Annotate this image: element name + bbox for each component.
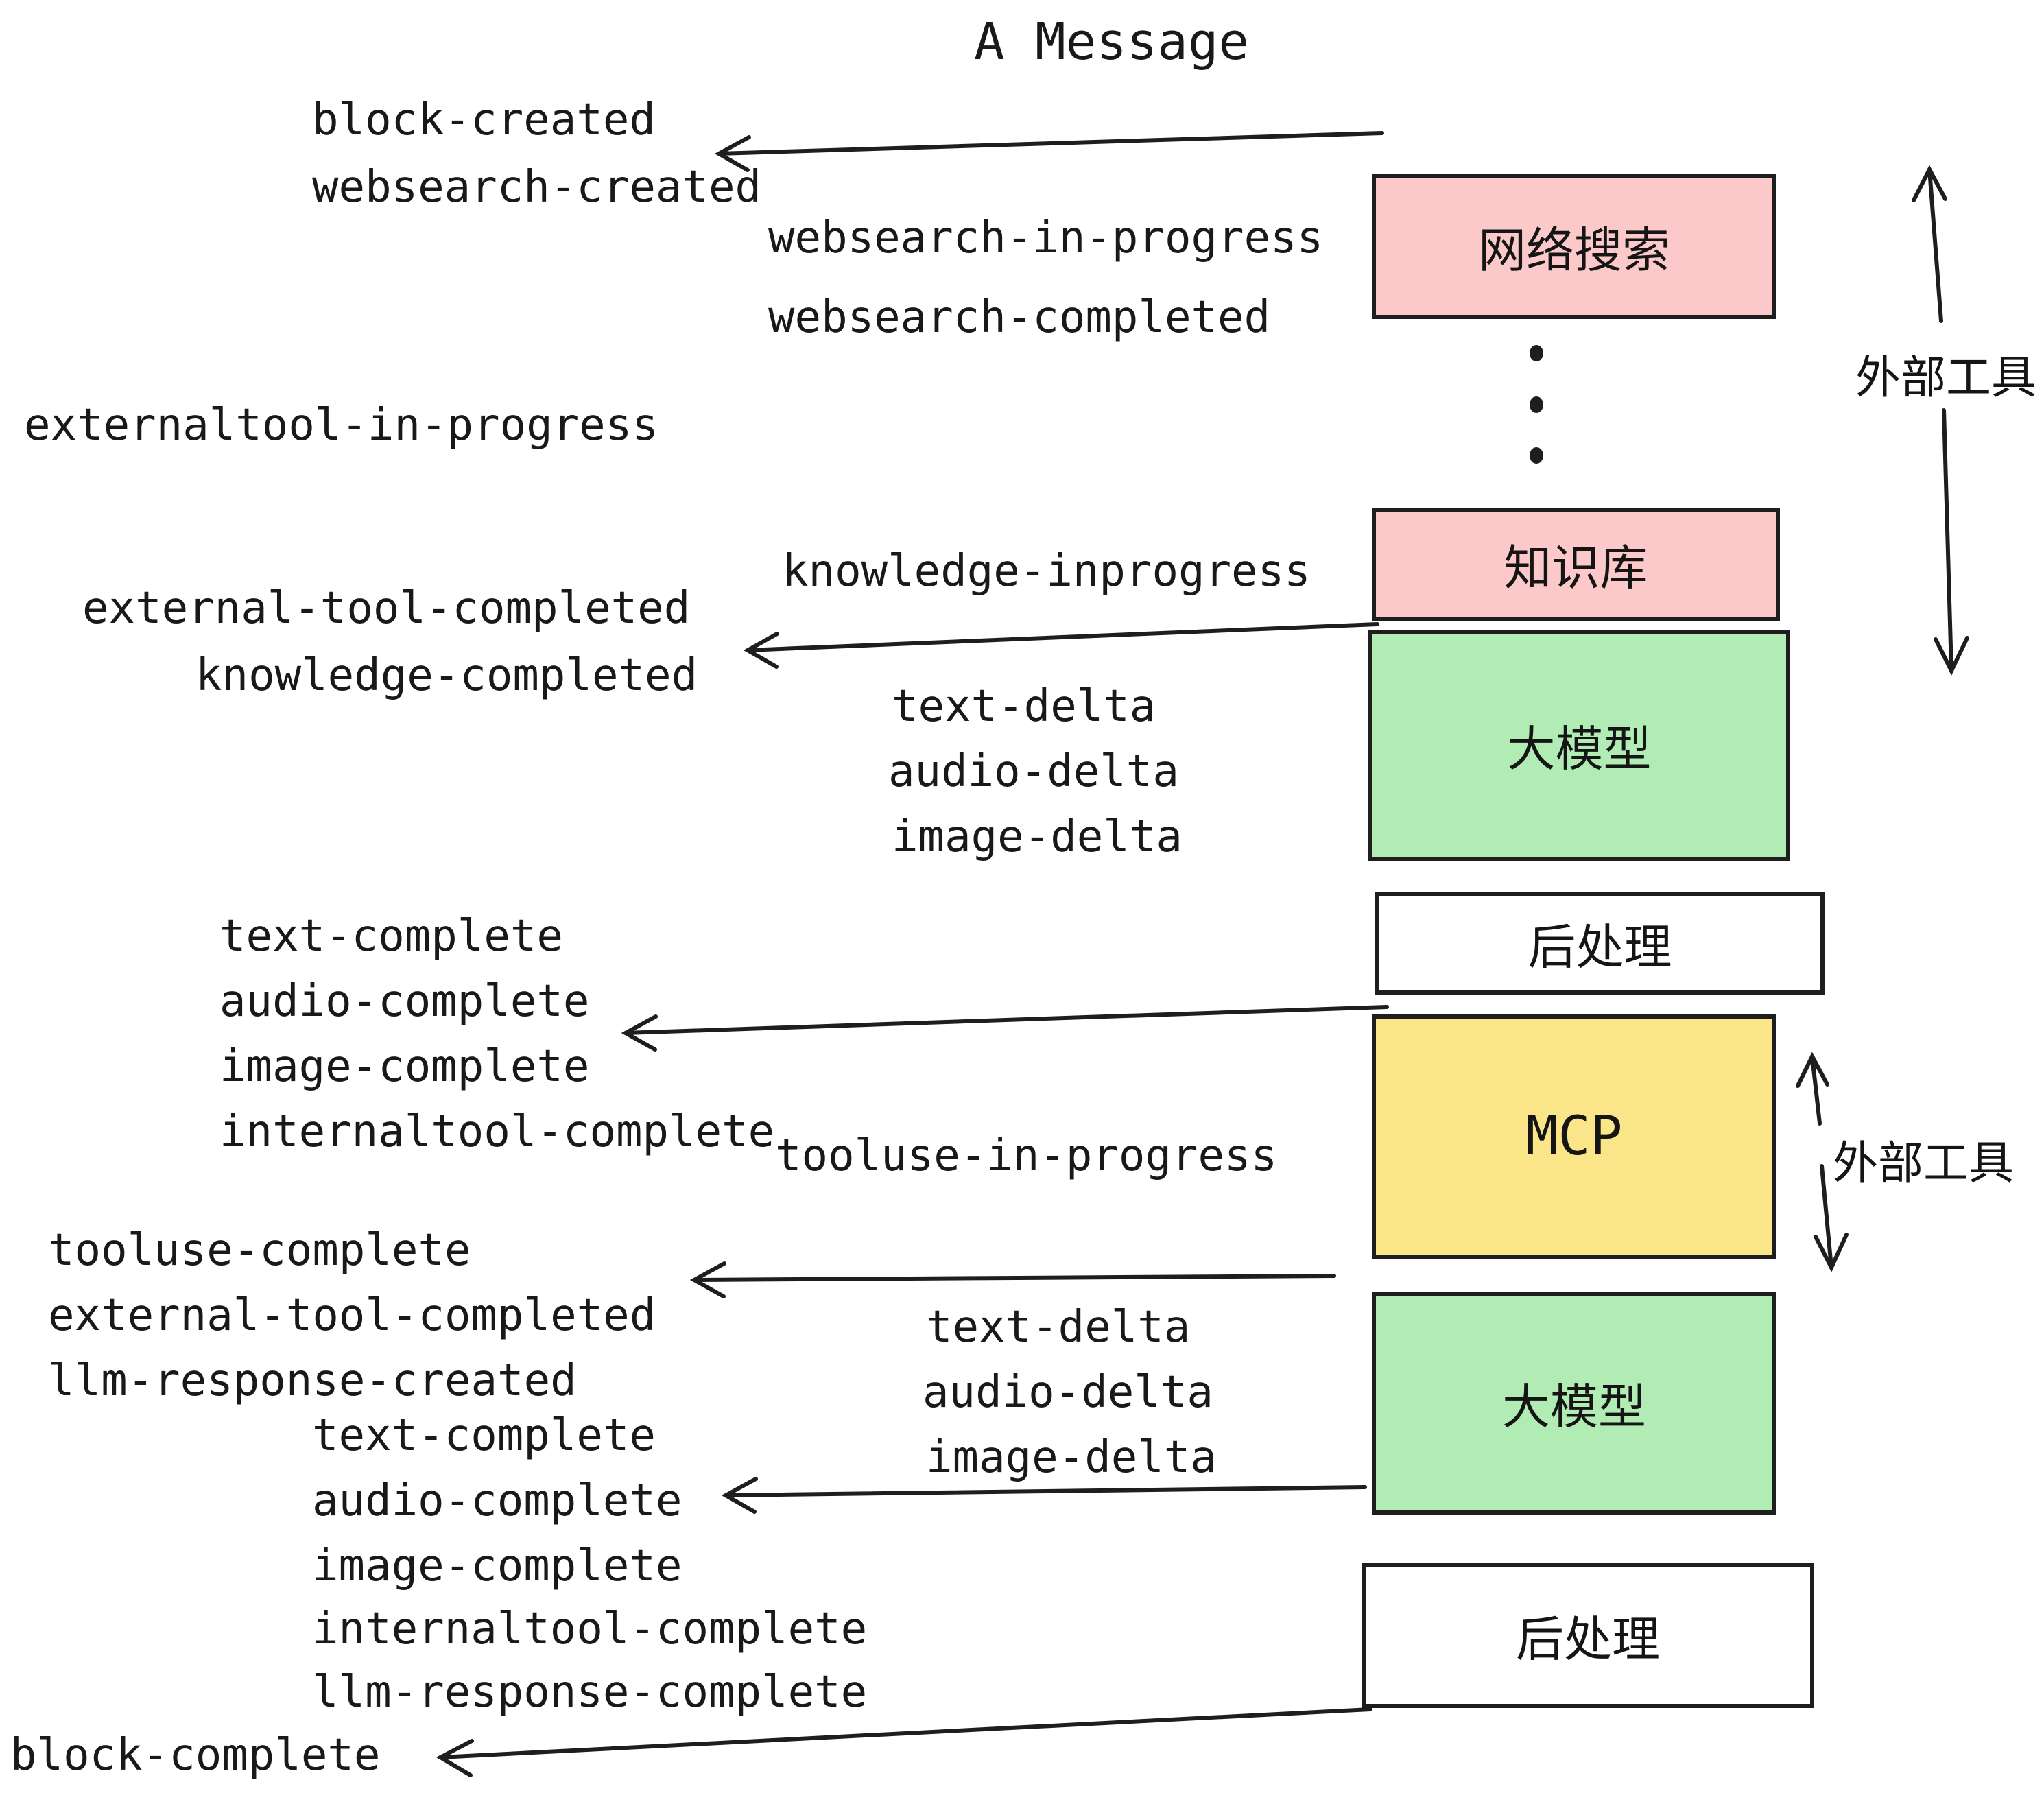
box-llm-1-label: 大模型 <box>1507 722 1652 776</box>
arrow-to-block-complete-icon <box>436 1707 1372 1777</box>
external-tools-label-1: 外部工具 <box>1855 352 2036 403</box>
event-text-complete-2: text-complete <box>312 1410 656 1461</box>
box-llm-2-label: 大模型 <box>1502 1380 1646 1434</box>
box-mcp: MCP <box>1372 1014 1776 1259</box>
box-knowledge-base: 知识库 <box>1372 508 1780 621</box>
arrow-to-knowledge-completed-icon <box>743 622 1379 669</box>
event-internaltool-complete-2: internaltool-complete <box>312 1604 868 1654</box>
box-postprocess-1-label: 后处理 <box>1528 920 1672 974</box>
box-llm-1: 大模型 <box>1368 630 1790 861</box>
event-image-delta-2: image-delta <box>926 1432 1217 1483</box>
event-external-tool-completed: external-tool-completed <box>82 583 691 634</box>
event-audio-delta-2: audio-delta <box>923 1367 1213 1418</box>
event-image-complete-2: image-complete <box>312 1541 682 1591</box>
arrow-to-audio-complete-icon <box>721 1477 1367 1514</box>
box-postprocess-2-label: 后处理 <box>1516 1612 1660 1666</box>
event-external-tool-completed-2: external-tool-completed <box>48 1290 656 1341</box>
event-tooluse-complete: tooluse-complete <box>48 1225 471 1276</box>
arrow-to-tooluse-complete-icon <box>689 1261 1336 1298</box>
box-websearch-label: 网络搜索 <box>1478 223 1670 277</box>
event-block-complete: block-complete <box>10 1730 381 1781</box>
event-llm-response-complete: llm-response-complete <box>312 1667 868 1718</box>
event-image-delta-1: image-delta <box>892 811 1183 862</box>
event-tooluse-in-progress: tooluse-in-progress <box>775 1130 1278 1181</box>
box-knowledge-base-label: 知识库 <box>1504 541 1648 595</box>
event-knowledge-completed: knowledge-completed <box>195 650 698 701</box>
box-postprocess-1: 后处理 <box>1375 892 1825 995</box>
event-websearch-completed: websearch-completed <box>768 292 1271 343</box>
box-llm-2: 大模型 <box>1372 1292 1776 1515</box>
ellipsis-dots-icon <box>1530 345 1543 464</box>
arrow-to-websearch-created-icon <box>714 131 1384 172</box>
event-block-created: block-created <box>312 95 656 145</box>
external-tools-up-arrow-1-icon <box>1912 165 1947 323</box>
box-mcp-label: MCP <box>1525 1106 1623 1167</box>
external-tools-down-arrow-1-icon <box>1934 408 1969 676</box>
event-text-complete-1: text-complete <box>219 911 563 962</box>
external-tools-label-2: 外部工具 <box>1833 1137 2014 1188</box>
external-tools-up-arrow-2-icon <box>1796 1052 1829 1126</box>
event-audio-complete-1: audio-complete <box>219 976 590 1027</box>
event-websearch-in-progress: websearch-in-progress <box>768 213 1324 263</box>
event-externaltool-in-progress: externaltool-in-progress <box>24 400 658 451</box>
event-internaltool-complete-1: internaltool-complete <box>219 1106 775 1157</box>
box-websearch: 网络搜索 <box>1372 174 1776 319</box>
event-audio-complete-2: audio-complete <box>312 1475 682 1526</box>
event-llm-response-created: llm-response-created <box>48 1355 577 1406</box>
event-text-delta-2: text-delta <box>926 1302 1191 1353</box>
page-title: A Message <box>974 12 1249 71</box>
arrow-to-image-complete-icon <box>621 1005 1389 1052</box>
event-audio-delta-1: audio-delta <box>888 746 1179 797</box>
event-knowledge-inprogress: knowledge-inprogress <box>782 546 1311 597</box>
box-postprocess-2: 后处理 <box>1362 1563 1814 1708</box>
event-image-complete-1: image-complete <box>219 1041 590 1092</box>
event-websearch-created: websearch-created <box>312 162 762 213</box>
event-text-delta-1: text-delta <box>892 681 1156 732</box>
